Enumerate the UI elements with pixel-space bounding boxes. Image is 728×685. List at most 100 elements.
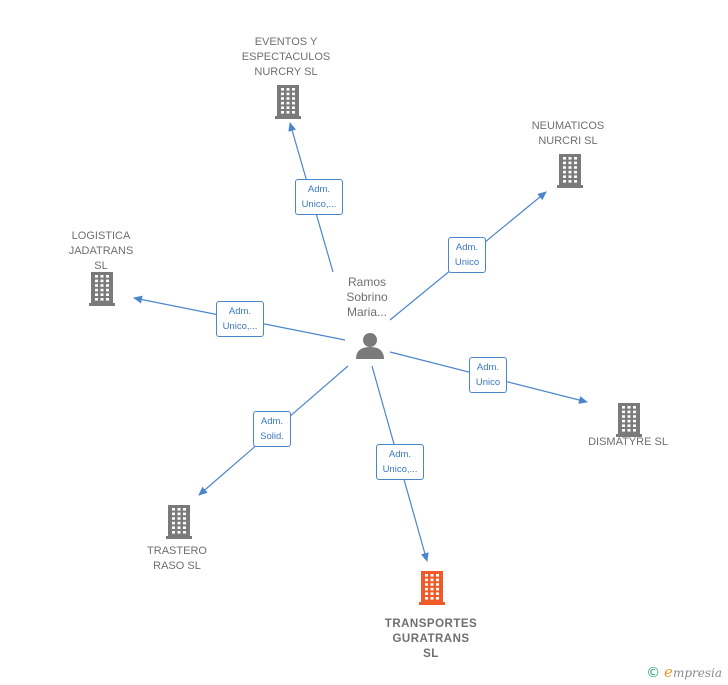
building-window	[436, 583, 439, 586]
building-icon-dismatyre[interactable]	[616, 403, 642, 437]
icons-layer	[89, 85, 642, 605]
building-window	[286, 88, 290, 91]
building-window	[292, 92, 295, 96]
building-window	[622, 429, 625, 432]
building-window	[568, 161, 572, 165]
building-window	[425, 587, 428, 591]
building-window	[172, 508, 175, 511]
relation-label-transportes[interactable]: Adm. Unico,...	[375, 444, 425, 480]
building-window	[286, 101, 290, 105]
building-window	[100, 279, 104, 283]
building-window	[563, 166, 566, 169]
building-window	[568, 170, 572, 174]
building-window	[95, 298, 98, 301]
building-window	[95, 288, 98, 292]
building-window	[568, 157, 572, 160]
building-window	[281, 101, 284, 105]
building-window	[627, 415, 631, 418]
building-window	[574, 157, 577, 160]
building-icon-neumaticos[interactable]	[557, 154, 583, 188]
relation-label-eventos[interactable]: Adm. Unico,...	[294, 179, 344, 215]
person-body	[356, 347, 384, 359]
building-window	[563, 175, 566, 178]
building-base	[419, 602, 445, 605]
building-window	[100, 288, 104, 292]
building-window	[425, 583, 428, 586]
building-window	[183, 531, 186, 534]
company-label-transportes: TRANSPORTES GURATRANS SL	[384, 618, 478, 660]
building-window	[292, 97, 295, 100]
building-window	[292, 88, 295, 91]
empresia-brand[interactable]: © empresia	[646, 663, 722, 681]
company-label-neumaticos: NEUMATICOS NURCRI SL	[531, 120, 605, 147]
company-label-eventos: EVENTOS Y ESPECTACULOS NURCRY SL	[241, 36, 331, 78]
building-window	[430, 587, 434, 591]
brand-name: mpresia	[672, 666, 722, 680]
building-window	[281, 92, 284, 96]
building-window	[106, 284, 109, 287]
building-window	[106, 288, 109, 292]
building-icon-logistica[interactable]	[89, 272, 115, 306]
building-window	[100, 293, 104, 296]
relation-label-dismatyre[interactable]: Adm. Unico	[468, 357, 508, 393]
building-window	[100, 275, 104, 278]
building-window	[177, 526, 181, 529]
building-window	[574, 175, 577, 178]
building-window	[574, 166, 577, 169]
relation-label-logistica[interactable]: Adm. Unico,...	[215, 301, 265, 337]
building-icon-eventos[interactable]	[275, 85, 301, 119]
building-window	[425, 592, 428, 595]
building-window	[425, 574, 428, 577]
building-window	[633, 410, 636, 414]
building-window	[563, 170, 566, 174]
relation-label-trastero[interactable]: Adm. Solid.	[253, 411, 291, 447]
building-window	[172, 526, 175, 529]
building-window	[292, 101, 295, 105]
building-window	[292, 106, 295, 109]
building-window	[177, 512, 181, 516]
building-window	[286, 97, 290, 100]
building-window	[633, 406, 636, 409]
relation-label-neumaticos[interactable]: Adm. Unico	[447, 237, 487, 273]
building-window	[568, 175, 572, 178]
building-window	[436, 597, 439, 600]
building-window	[100, 284, 104, 287]
building-window	[568, 166, 572, 169]
building-window	[627, 419, 631, 423]
building-window	[172, 512, 175, 516]
building-window	[627, 429, 631, 432]
building-icon-transportes[interactable]	[419, 571, 445, 605]
building-window	[106, 275, 109, 278]
building-window	[436, 574, 439, 577]
building-base	[557, 185, 583, 188]
company-label-logistica: LOGISTICA JADATRANS SL	[68, 230, 134, 272]
building-window	[436, 592, 439, 595]
building-window	[568, 180, 572, 183]
building-base	[616, 434, 642, 437]
building-window	[286, 111, 290, 114]
building-window	[430, 592, 434, 595]
building-window	[574, 170, 577, 174]
building-window	[622, 424, 625, 427]
building-window	[436, 578, 439, 582]
building-window	[286, 92, 290, 96]
person-icon[interactable]	[356, 333, 384, 359]
building-window	[622, 410, 625, 414]
building-window	[281, 88, 284, 91]
building-icon-trastero[interactable]	[166, 505, 192, 539]
building-window	[563, 157, 566, 160]
company-label-dismatyre: DISMATYRE SL	[588, 436, 668, 448]
building-window	[281, 111, 284, 114]
building-window	[183, 508, 186, 511]
building-window	[172, 517, 175, 520]
building-window	[183, 521, 186, 525]
building-window	[622, 406, 625, 409]
building-window	[627, 424, 631, 427]
building-window	[183, 526, 186, 529]
building-window	[292, 111, 295, 114]
building-window	[574, 161, 577, 165]
building-window	[95, 293, 98, 296]
building-base	[166, 536, 192, 539]
building-window	[425, 597, 428, 600]
